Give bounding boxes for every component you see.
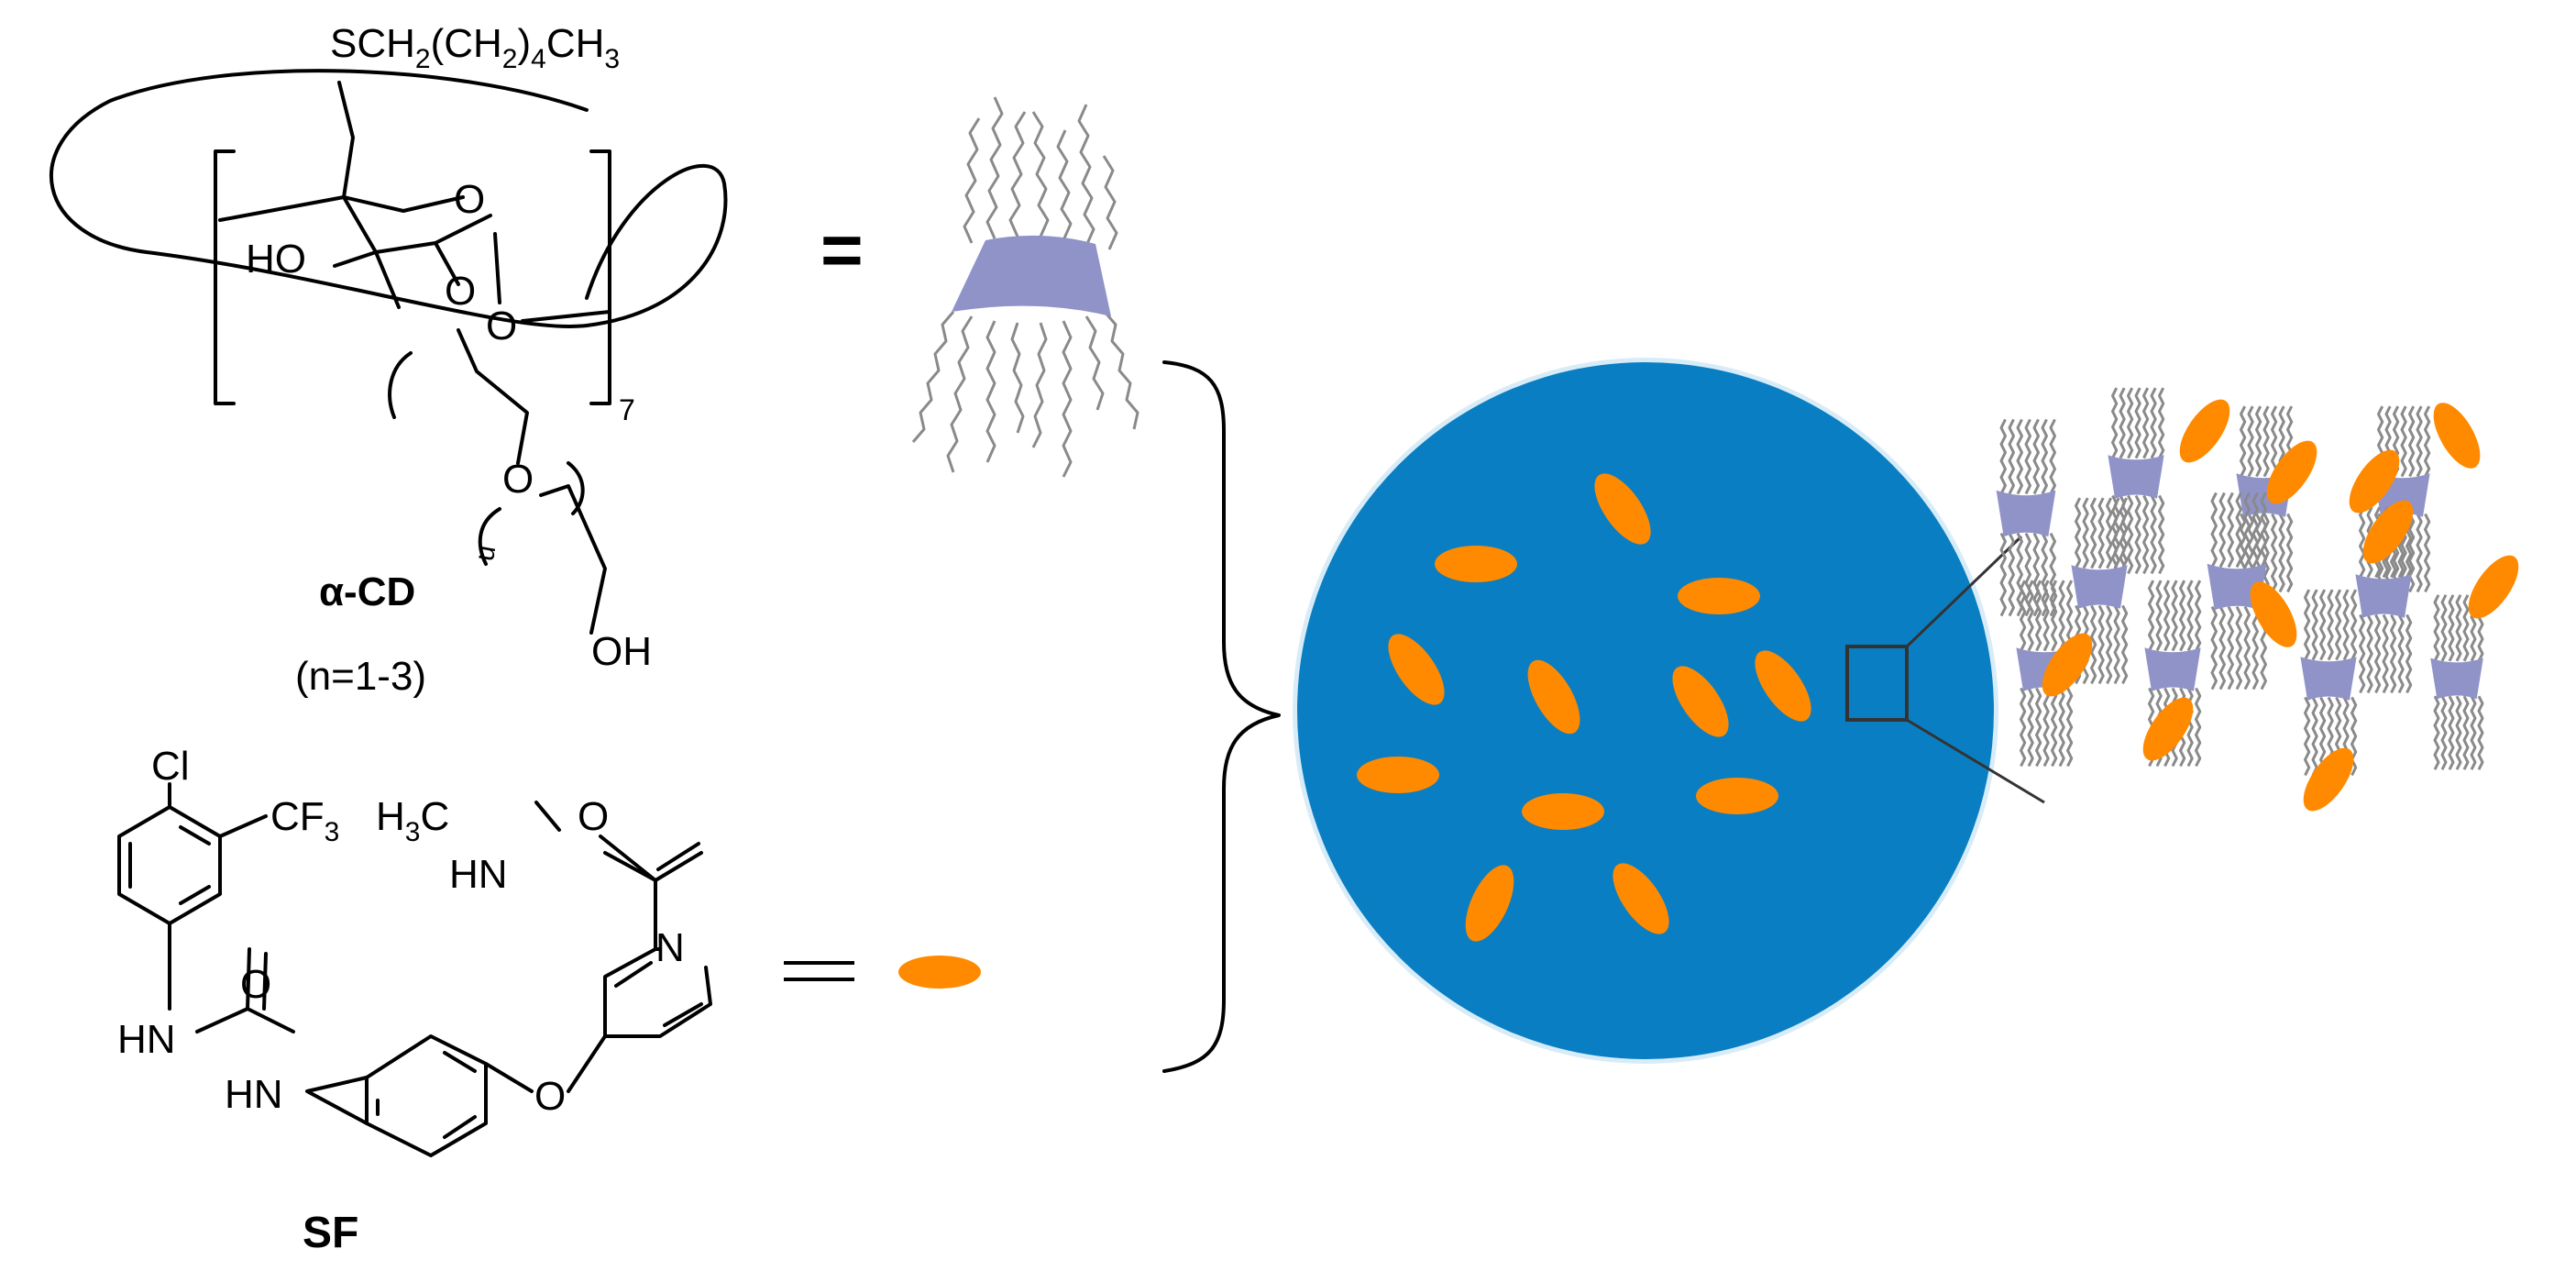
urea-nh-label-2: HN — [225, 1072, 283, 1117]
trifluoromethyl-label: CF3 — [270, 794, 339, 847]
zoom-box — [1845, 645, 1909, 722]
assembly-drug — [2250, 581, 2297, 647]
hydroxyl-label: HO — [246, 237, 306, 282]
repeat-subscript: 7 — [619, 393, 635, 426]
nanoparticle-sphere — [1297, 362, 1994, 1059]
nanoparticle — [1293, 358, 1998, 1064]
magnified-assembly — [1996, 387, 2519, 812]
assembly-cd-unit — [1996, 418, 2056, 617]
assembly-drug — [2303, 747, 2354, 812]
thio-chain-bond — [337, 81, 355, 199]
chain-paren-right — [567, 461, 585, 515]
encapsulated-drug — [1527, 659, 1580, 735]
ether-oxygen-label: O — [534, 1074, 566, 1119]
curly-brace — [1162, 360, 1281, 1073]
cf3-bond — [218, 814, 268, 838]
encapsulated-drug — [1613, 863, 1669, 934]
central-phenyl-ring — [305, 1034, 488, 1157]
urea-bonds — [168, 922, 295, 1033]
macrocycle-loop — [50, 69, 728, 328]
repeat-n-label: n — [472, 544, 504, 564]
encapsulated-drug — [1678, 578, 1760, 614]
assembly-drug — [2179, 399, 2230, 463]
sugar-ring-lower — [333, 232, 501, 309]
equals-sign-sf — [784, 961, 854, 981]
ring-oxygen-mid: O — [445, 269, 476, 314]
glycosidic-bond-left — [218, 195, 346, 222]
assembly-drug — [2266, 440, 2317, 504]
chain-paren-n — [478, 507, 501, 566]
sorafenib-structure: Cl CF3 H3C HN O N O HN HN O SF — [117, 744, 712, 1257]
encapsulated-drug — [1672, 666, 1729, 737]
assembly-cd-unit — [2373, 405, 2431, 593]
repeat-bracket-right — [589, 149, 611, 405]
assembly-cd-unit — [2430, 594, 2484, 770]
chain-paren-left — [388, 351, 413, 419]
sugar-ring — [342, 195, 492, 254]
methyl-label: H3C — [376, 794, 449, 847]
chloro-label: Cl — [151, 744, 190, 789]
pyridine-ring — [603, 947, 712, 1038]
encapsulated-drug — [1696, 778, 1778, 814]
ring-oxygen-right: O — [486, 304, 517, 348]
pyridine-nitrogen-label: N — [655, 925, 685, 970]
encapsulated-drug — [1388, 634, 1445, 705]
n-range-label: (n=1-3) — [295, 654, 426, 699]
sf-name: SF — [303, 1209, 358, 1257]
assembly-drug — [2349, 449, 2400, 514]
amide-oxygen-label: O — [578, 794, 609, 839]
assembly-drug — [2433, 403, 2481, 469]
glycosidic-bond-right — [521, 310, 611, 323]
amphiphilic-cd-icon — [911, 96, 1139, 478]
encapsulated-drug — [1594, 473, 1651, 545]
amide-bonds — [599, 834, 703, 882]
chain-oxygen: O — [502, 457, 534, 502]
thio-substituent-label: SCH2(CH2)4CH3 — [330, 21, 620, 74]
terminal-hydroxyl-label: OH — [591, 629, 652, 674]
ethoxy-chain — [457, 328, 607, 635]
assembly-drug — [2362, 500, 2414, 564]
assembly-cd-unit — [2108, 387, 2165, 575]
alpha-cd-name: α-CD — [319, 569, 415, 614]
ring-oxygen-top: O — [454, 177, 485, 222]
equals-sign-cd: = — [820, 209, 864, 291]
drug-icon — [898, 956, 981, 989]
amide-nh-label: HN — [449, 852, 508, 897]
encapsulated-drug — [1522, 793, 1604, 830]
assembly-drug — [2042, 633, 2093, 697]
methyl-bond — [534, 801, 561, 832]
chlorophenyl-ring — [117, 805, 222, 925]
urea-nh-label-1: HN — [117, 1017, 176, 1062]
encapsulated-drug — [1465, 865, 1514, 942]
encapsulated-drug — [1755, 650, 1811, 722]
assembly-drug — [2468, 555, 2519, 619]
encapsulated-drug — [1435, 546, 1517, 582]
encapsulated-drug — [1357, 757, 1439, 793]
alpha-cd-structure: SCH2(CH2)4CH3 O O O HO 7 O n OH α-CD (n=… — [50, 21, 728, 699]
urea-oxygen-label: O — [240, 962, 271, 1007]
cd-torus-body — [952, 235, 1111, 316]
repeat-bracket-left — [214, 149, 236, 405]
ether-bonds — [484, 1034, 607, 1093]
assembly-drug — [2142, 697, 2194, 761]
assembly-cd-unit — [2300, 589, 2358, 777]
